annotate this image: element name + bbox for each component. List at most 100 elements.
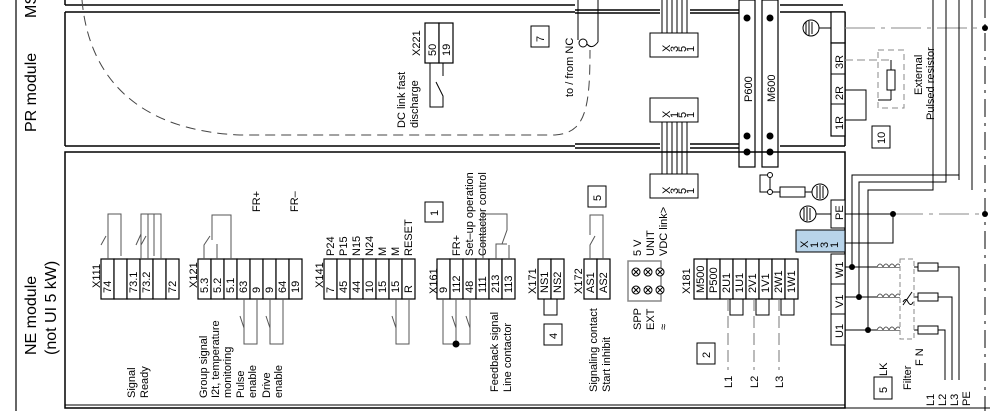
x111-terminal: 73.1 (128, 272, 140, 293)
x161-terminal: 9 (438, 287, 450, 293)
socket-label-vdc-link: VDC link> (658, 207, 670, 256)
callout-10-text: 10 (876, 132, 888, 144)
test-socket[interactable] (643, 267, 653, 277)
x141-terminal: 15 (390, 281, 402, 293)
test-socket-block (627, 260, 665, 302)
x161-top-label: FR+ (451, 235, 463, 256)
junction-dot (865, 327, 871, 333)
supply-lk-label: LK (878, 362, 890, 376)
test-socket[interactable] (631, 285, 641, 295)
callout-5b-text: 5 (878, 387, 890, 393)
bridge-1r-2r (845, 89, 867, 121)
x121-desc-line: I2t, temperature (210, 320, 222, 398)
x121-terminal: 63 (238, 281, 250, 293)
x161-label: X161 (428, 268, 440, 294)
x171-terminal: NS2 (552, 272, 564, 293)
terminal-pe: PE (834, 205, 846, 220)
x181-terminal: 1U1 (734, 273, 746, 293)
callout-1 (424, 201, 444, 223)
x181-line-l1: L1 (723, 376, 735, 388)
ribbon-x: X (661, 44, 673, 52)
x121-fr-plus: FR+ (251, 191, 263, 212)
x161-terminal: 112 (451, 275, 463, 293)
x121-terminal: 9 (264, 287, 276, 293)
x141-top-label: P24 (325, 236, 337, 256)
x172-label: X172 (573, 268, 585, 294)
x181-terminal: 1W1 (786, 270, 798, 293)
x181-bridges (729, 299, 795, 316)
test-socket[interactable] (631, 267, 641, 277)
x181-terminal: P500 (708, 267, 720, 293)
pr-terminal-2r: 2R (834, 86, 846, 100)
junction-dot (982, 25, 988, 31)
junction-dot (452, 340, 460, 348)
pr-terminal-block: 3R 2R 1R (830, 11, 846, 137)
x111-contacts (100, 213, 155, 259)
ribbon-pin: 5 (677, 46, 689, 52)
x181-line-l3: L3 (774, 376, 786, 388)
junction-dot (856, 294, 862, 300)
x161-top-label: Set–up operation (464, 172, 476, 256)
x111-cell (113, 258, 128, 300)
x121-terminal: 9 (251, 287, 263, 293)
callout-2-text: 2 (701, 352, 713, 358)
ribbon-pin: 5 (677, 112, 689, 118)
x141-top-label: M (377, 247, 389, 256)
pr-module-label: PR module (23, 53, 40, 132)
pr-terminal-3r: 3R (834, 55, 846, 69)
junction-dot (890, 211, 896, 217)
x221-terminal-19: 19 (441, 44, 453, 56)
x161-terminal: 48 (464, 281, 476, 293)
x131-connector (795, 229, 846, 253)
x221-desc-line1: DC link fast (396, 72, 408, 128)
ribbon-pin: 1 (685, 112, 697, 118)
x121-terminal: 64 (277, 281, 289, 293)
ribbon-x: X (661, 186, 673, 194)
nc-cable (577, 0, 599, 48)
supply-l1: L1 (925, 394, 937, 406)
x141-terminal: 44 (351, 281, 363, 293)
supply-l3: L3 (949, 394, 961, 406)
x121-desc-line: enable (247, 365, 259, 398)
x172-terminal: AS2 (598, 272, 610, 293)
supply-fuse-label: F N (914, 348, 926, 366)
busbar-p600-label: P600 (743, 76, 755, 102)
callout-7 (530, 25, 550, 48)
x181-terminal: 2W1 (773, 270, 785, 293)
pr-terminal-1r: 1R (834, 116, 846, 130)
junction-dot (982, 211, 988, 217)
x181-terminal: 1V1 (760, 273, 772, 293)
test-socket[interactable] (655, 285, 665, 295)
external-resistor-line2: Pulsed resistor (925, 47, 937, 120)
x111-cell (152, 258, 167, 300)
test-socket[interactable] (655, 267, 665, 277)
x121-desc-line: monitoring (222, 347, 234, 398)
x141-terminal: 7 (325, 287, 337, 293)
busbar-m600 (761, 0, 779, 168)
x131-pin: 1 (829, 242, 841, 248)
x221-terminal-50: 50 (427, 44, 439, 56)
callout-7-text: 7 (535, 36, 547, 42)
x111-cell (165, 258, 180, 300)
x121-fr-minus: FR– (289, 190, 301, 212)
terminal-u1: U1 (834, 324, 846, 338)
x141-top-label: N24 (364, 236, 376, 256)
x111-terminal: 72 (167, 281, 179, 293)
x161-terminal: 213 (490, 275, 502, 293)
x121-terminal: 5.3 (199, 278, 211, 293)
x171-terminal: NS1 (539, 272, 551, 293)
x161-terminal: 111 (477, 276, 489, 293)
test-socket[interactable] (643, 285, 653, 295)
line-reactor-lk (876, 263, 902, 332)
x221-label: X221 (411, 30, 423, 56)
x221-terminal-block: 50 19 (424, 22, 454, 108)
busbar-p600 (738, 0, 756, 168)
ground-icon (811, 183, 829, 201)
x171-bridge (543, 299, 558, 316)
callout-10 (871, 125, 891, 149)
ground-icon (802, 19, 831, 37)
ms-module-frame (64, 0, 843, 11)
callout-1-text: 1 (429, 210, 441, 216)
